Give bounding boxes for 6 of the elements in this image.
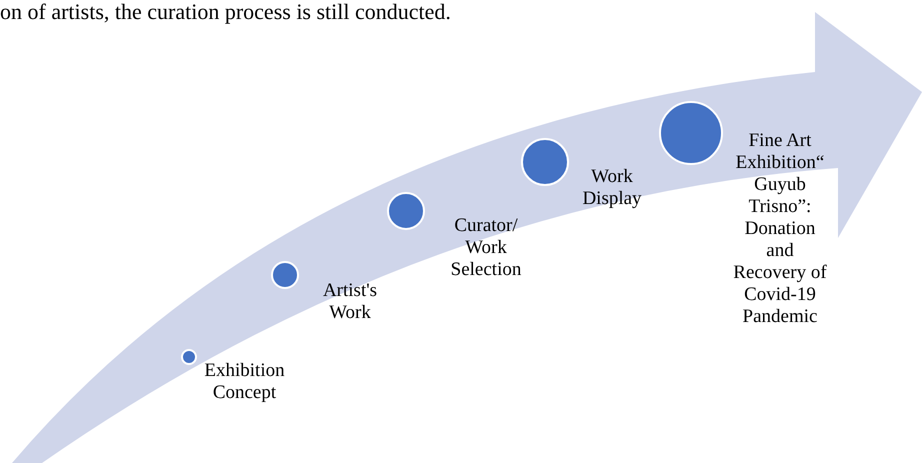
milestone-label: Work Display [581,166,643,210]
milestone-label: Artist's Work [322,280,378,324]
body-text: on of artists, the curation process is still conducted. [0,0,451,24]
milestone-label: Curator/ Work Selection [450,215,522,281]
milestone-label: Fine Art Exhibition“ Guyub Trisno”: Donation and Recovery of Covid-19 Pandemic [732,130,828,328]
milestone-label: Exhibition Concept [203,360,286,404]
